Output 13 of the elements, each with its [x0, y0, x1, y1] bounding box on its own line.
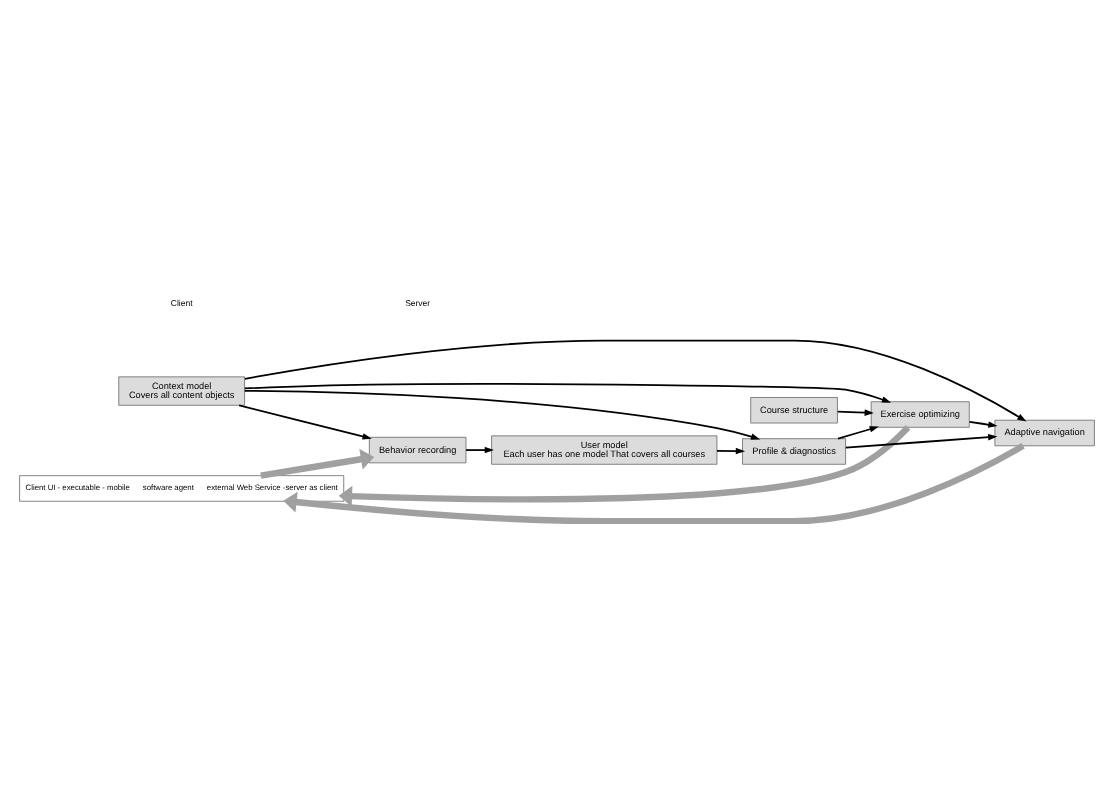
arrow — [844, 433, 998, 449]
arrow — [238, 404, 372, 440]
arrow — [716, 447, 746, 455]
arrow — [244, 339, 1027, 422]
arrow — [338, 425, 911, 507]
arrow — [968, 420, 998, 428]
arrow — [837, 426, 879, 440]
arrow — [260, 448, 375, 479]
arrow — [243, 383, 892, 403]
arrow — [243, 389, 761, 440]
arrow — [836, 409, 874, 416]
arrow — [465, 446, 494, 454]
arrow — [283, 443, 1025, 524]
